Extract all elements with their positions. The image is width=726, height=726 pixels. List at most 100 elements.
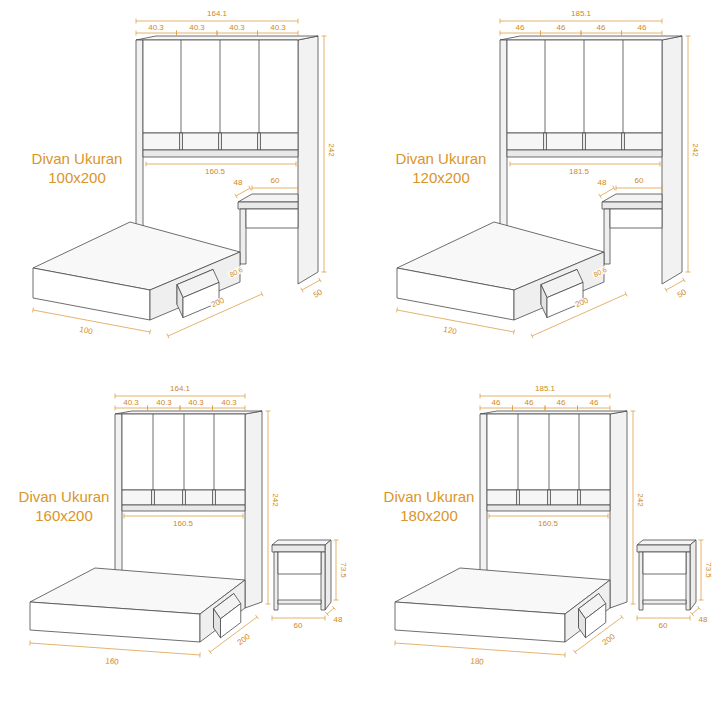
dimension-tick (610, 394, 611, 399)
dimension-label: 160.5 (204, 168, 226, 176)
dimension-tick (545, 406, 546, 411)
dimension-tick (690, 616, 691, 621)
furniture-edge (579, 414, 580, 490)
dimension-line (336, 540, 337, 600)
furniture-part (643, 552, 686, 574)
furniture-part (183, 490, 186, 505)
furniture-part (115, 414, 122, 585)
dimension-tick (272, 616, 273, 621)
dimension-tick (136, 19, 137, 24)
dimension-line (324, 36, 325, 272)
dimension-tick (512, 406, 513, 411)
dimension-tick (396, 308, 398, 313)
dimension-tick (625, 292, 627, 297)
furniture-part (122, 505, 245, 511)
dimension-line (136, 33, 177, 34)
dimension-line (513, 408, 546, 409)
dimension-tick (136, 31, 137, 36)
furniture-edge (549, 414, 550, 490)
furniture-edge (220, 40, 221, 133)
dimension-line (258, 33, 299, 34)
furniture-part (272, 545, 325, 552)
dimension-line (500, 21, 662, 22)
dimension-line (688, 36, 689, 272)
dimension-tick (662, 186, 663, 191)
furniture-part (143, 133, 298, 150)
dimension-tick (489, 514, 490, 519)
furniture-part (122, 414, 245, 490)
dimension-tick (325, 612, 328, 616)
dimension-tick (616, 186, 617, 191)
dimension-tick (662, 31, 663, 36)
furniture-part (507, 150, 662, 157)
dimension-label: 48 (597, 179, 608, 187)
dimension-line (480, 396, 610, 397)
dimension-label: 185.1 (534, 385, 556, 393)
dimension-label: 60 (634, 177, 645, 185)
furniture-part (507, 133, 662, 150)
dimension-label: 46 (515, 24, 526, 32)
dimension-tick (266, 604, 271, 605)
dimension-line (124, 516, 243, 517)
dimension-label: 60 (658, 622, 669, 630)
dimension-line (545, 408, 578, 409)
furniture-edge (518, 414, 519, 490)
furniture-part (610, 411, 627, 608)
dimension-tick (266, 411, 271, 412)
furniture-part (246, 209, 298, 228)
dimension-tick (577, 406, 578, 411)
dimension-tick (322, 272, 327, 273)
dimension-tick (621, 615, 624, 619)
furniture-part (143, 40, 298, 133)
furniture-part (565, 580, 610, 642)
dimension-label: 40.3 (188, 24, 206, 32)
dimension-tick (564, 653, 565, 658)
dimension-tick (217, 31, 218, 36)
dimension-tick (32, 308, 34, 313)
dimension-tick (252, 186, 253, 191)
dimension-tick (334, 540, 339, 541)
dimension-line (633, 411, 634, 604)
dimension-line (395, 643, 565, 655)
furniture-edge (545, 40, 546, 133)
furniture-part (395, 602, 565, 642)
furniture-part (30, 602, 200, 642)
dimension-line (600, 188, 614, 196)
furniture-part (33, 268, 150, 320)
dimension-label: 48 (698, 616, 709, 624)
dimension-tick (147, 406, 148, 411)
dimension-tick (545, 406, 546, 411)
dimension-tick (480, 394, 481, 399)
dimension-tick (577, 406, 578, 411)
dimension-line (115, 396, 245, 397)
dimension-line (168, 294, 262, 336)
dimension-tick (574, 650, 577, 654)
dimension-label: 46 (524, 399, 535, 407)
furniture-part (213, 490, 216, 505)
furniture-part (500, 36, 682, 40)
dimension-line (148, 408, 181, 409)
dimension-line (136, 21, 298, 22)
dimension-label: 60 (270, 177, 281, 185)
dimension-tick (124, 514, 125, 519)
dimension-label: 40.3 (122, 399, 140, 407)
dimension-tick (176, 31, 177, 36)
dimension-label: 46 (556, 24, 567, 32)
dimension-label: 80.6 (591, 266, 608, 279)
furniture-part (136, 36, 318, 40)
dimension-line (327, 608, 334, 614)
dimension-tick (245, 406, 246, 411)
dimension-label: 40.3 (155, 399, 173, 407)
furniture-edge (153, 414, 154, 490)
dimension-tick (690, 612, 693, 616)
dimension-tick (500, 31, 501, 36)
dimension-tick (637, 616, 638, 621)
furniture-part (487, 505, 610, 511)
dimension-line (217, 33, 258, 34)
dimension-line (701, 540, 702, 600)
dimension-tick (217, 31, 218, 36)
dimension-tick (257, 31, 258, 36)
dimension-tick (599, 194, 601, 198)
dimension-tick (167, 334, 169, 339)
dimension-line (115, 408, 148, 409)
